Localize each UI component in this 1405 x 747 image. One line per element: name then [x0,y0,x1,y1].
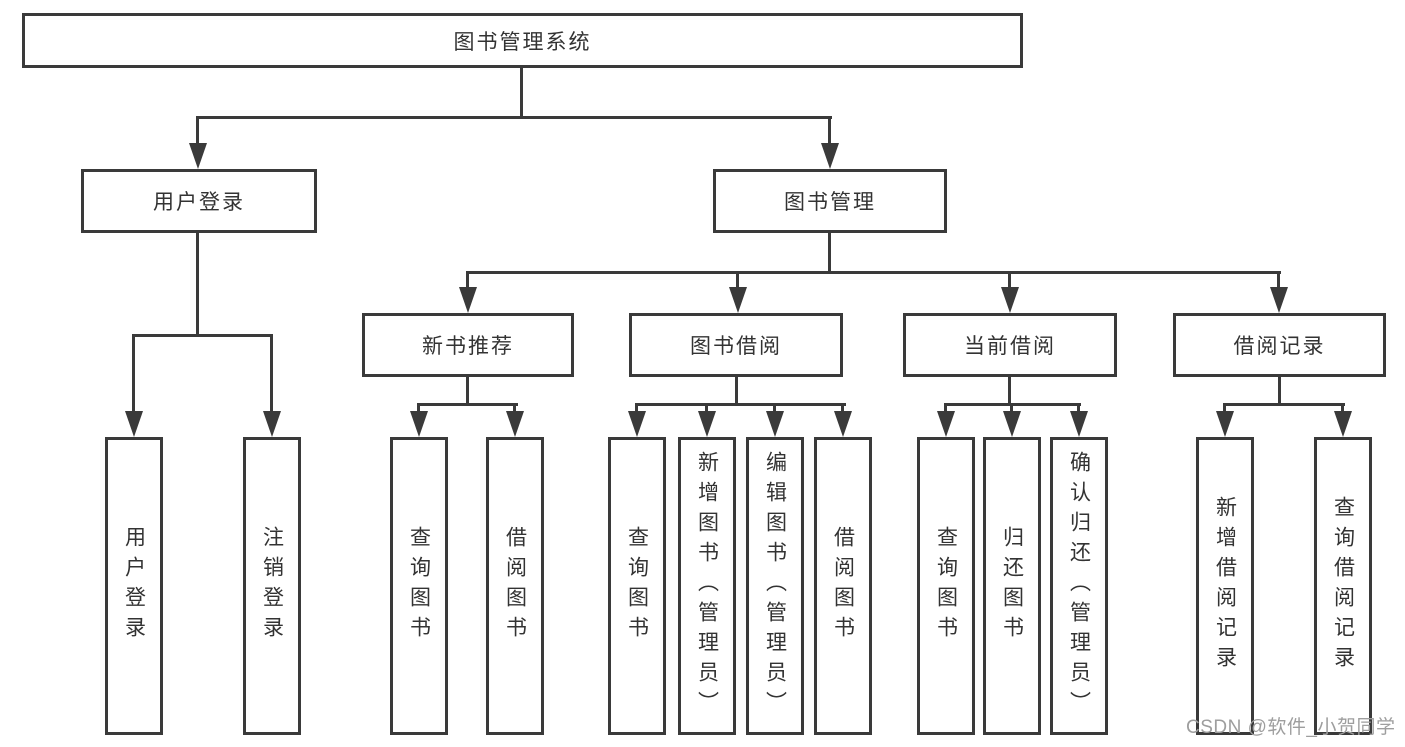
arrow-to-br-query [1334,411,1352,437]
node-book-borrowing: 图书借阅 [629,313,843,377]
node-book-management: 图书管理 [713,169,947,233]
csdn-watermark: CSDN @软件_小贺同学 [1186,717,1396,738]
connector-borrow-record-hline [1223,403,1345,406]
node-borrowing-records: 借阅记录 [1173,313,1386,377]
leaf-br-query-record: 查询借阅记录 [1314,437,1372,735]
connector-cb-return-drop [1010,403,1013,413]
node-user-login: 用户登录 [81,169,317,233]
arrow-to-bb-add [698,411,716,437]
connector-book-borrow-hline [635,403,846,406]
arrow-to-bb-borrow [834,411,852,437]
arrow-to-bb-query [628,411,646,437]
leaf-cb-confirm-return-admin: 确认归还（管理员） [1050,437,1108,735]
connector-borrow-record-stem [1278,377,1281,406]
arrow-to-login [125,411,143,437]
arrow-to-nb-borrow [506,411,524,437]
connector-bb-add-drop [705,403,708,413]
arrow-to-current-borrow [1001,287,1019,313]
arrow-to-logout [263,411,281,437]
arrow-to-cb-return [1003,411,1021,437]
node-current-borrowing: 当前借阅 [903,313,1117,377]
connector-bb-borrow-drop [841,403,844,413]
connector-user-login-drop [196,116,199,146]
leaf-bb-query-books: 查询图书 [608,437,666,735]
connector-nb-borrow-drop [513,403,516,413]
connector-book-borrow-drop [736,271,739,289]
arrow-to-new-book [459,287,477,313]
connector-book-mgmt-stem [828,233,831,274]
connector-book-mgmt-hline [466,271,1281,274]
connector-br-add-drop [1223,403,1226,413]
connector-new-book-hline [417,403,518,406]
connector-new-book-drop [466,271,469,289]
leaf-bb-edit-books-admin: 编辑图书（管理员） [746,437,804,735]
connector-login-drop [132,334,135,413]
connector-nb-query-drop [417,403,420,413]
node-new-book-recommend: 新书推荐 [362,313,574,377]
arrow-to-br-add [1216,411,1234,437]
connector-current-borrow-drop [1008,271,1011,289]
leaf-cb-return-books: 归还图书 [983,437,1041,735]
arrow-to-bb-edit [766,411,784,437]
connector-cb-query-drop [944,403,947,413]
connector-borrow-record-drop [1277,271,1280,289]
connector-bb-edit-drop [773,403,776,413]
connector-root-hline [196,116,832,119]
connector-book-borrow-stem [735,377,738,406]
connector-current-borrow-stem [1008,377,1011,406]
arrow-to-user-login [189,143,207,169]
connector-bb-query-drop [635,403,638,413]
connector-root-stem [520,68,523,117]
node-library-management-system: 图书管理系统 [22,13,1023,68]
leaf-cb-query-books: 查询图书 [917,437,975,735]
leaf-bb-add-books-admin: 新增图书（管理员） [678,437,736,735]
connector-cb-confirm-drop [1077,403,1080,413]
connector-br-query-drop [1341,403,1344,413]
connector-user-login-stem [196,233,199,337]
leaf-bb-borrow-books: 借阅图书 [814,437,872,735]
connector-user-login-hline [132,334,273,337]
arrow-to-book-borrow [729,287,747,313]
arrow-to-nb-query [410,411,428,437]
arrow-to-book-mgmt [821,143,839,169]
arrow-to-borrow-record [1270,287,1288,313]
connector-logout-drop [270,334,273,413]
connector-new-book-stem [466,377,469,406]
connector-book-mgmt-drop [828,116,831,146]
leaf-user-login: 用户登录 [105,437,163,735]
leaf-logout: 注销登录 [243,437,301,735]
leaf-nb-query-books: 查询图书 [390,437,448,735]
leaf-br-add-record: 新增借阅记录 [1196,437,1254,735]
arrow-to-cb-confirm [1070,411,1088,437]
arrow-to-cb-query [937,411,955,437]
leaf-nb-borrow-books: 借阅图书 [486,437,544,735]
